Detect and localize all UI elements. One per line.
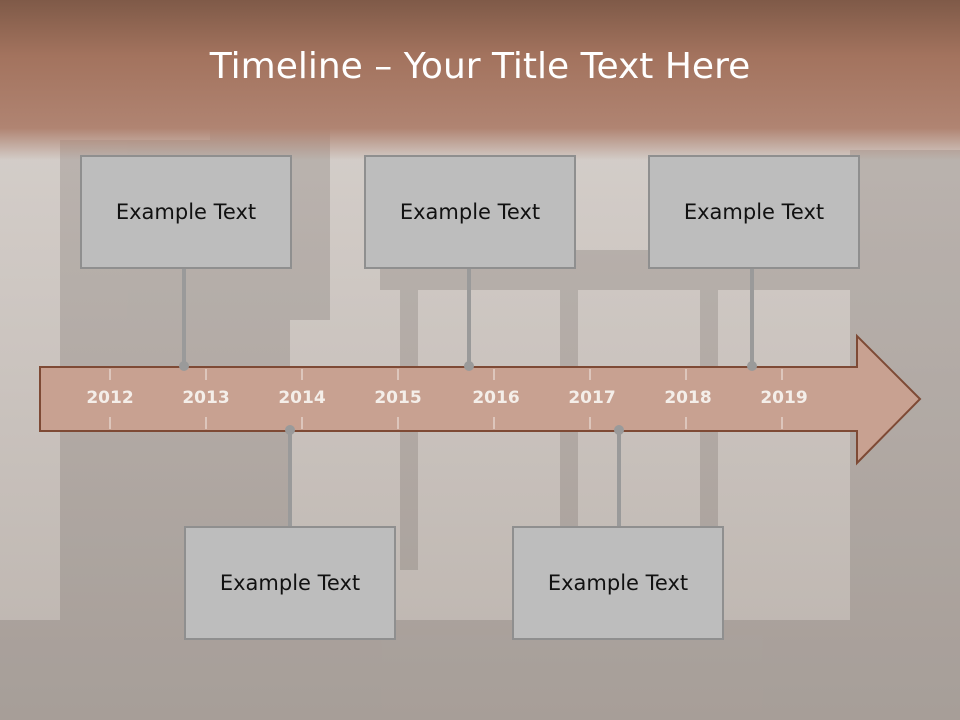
- event-box[interactable]: Example Text: [184, 526, 396, 640]
- year-label: 2014: [278, 388, 325, 408]
- header-band: [0, 0, 960, 160]
- connector-dot: [285, 425, 295, 435]
- event-box[interactable]: Example Text: [364, 155, 576, 269]
- year-labels: 2012 2013 2014 2015 2016 2017 2018 2019: [86, 388, 807, 408]
- event-text: Example Text: [115, 200, 257, 224]
- event-text: Example Text: [547, 571, 689, 595]
- event-text: Example Text: [683, 200, 825, 224]
- connectors: [182, 268, 754, 527]
- year-label: 2017: [568, 388, 615, 408]
- event-box[interactable]: Example Text: [512, 526, 724, 640]
- year-label: 2018: [664, 388, 711, 408]
- connector-dots: [179, 361, 757, 435]
- year-label: 2016: [472, 388, 519, 408]
- connector-dot: [614, 425, 624, 435]
- event-box[interactable]: Example Text: [80, 155, 292, 269]
- slide-title: Timeline – Your Title Text Here: [209, 46, 751, 87]
- connector-dot: [179, 361, 189, 371]
- tick-marks: [109, 369, 783, 429]
- event-box[interactable]: Example Text: [648, 155, 860, 269]
- event-text: Example Text: [399, 200, 541, 224]
- year-label: 2019: [760, 388, 807, 408]
- event-text: Example Text: [219, 571, 361, 595]
- connector-dot: [464, 361, 474, 371]
- year-label: 2013: [182, 388, 229, 408]
- timeline-arrow: [39, 333, 922, 466]
- year-label: 2012: [86, 388, 133, 408]
- connector-dot: [747, 361, 757, 371]
- year-label: 2015: [374, 388, 421, 408]
